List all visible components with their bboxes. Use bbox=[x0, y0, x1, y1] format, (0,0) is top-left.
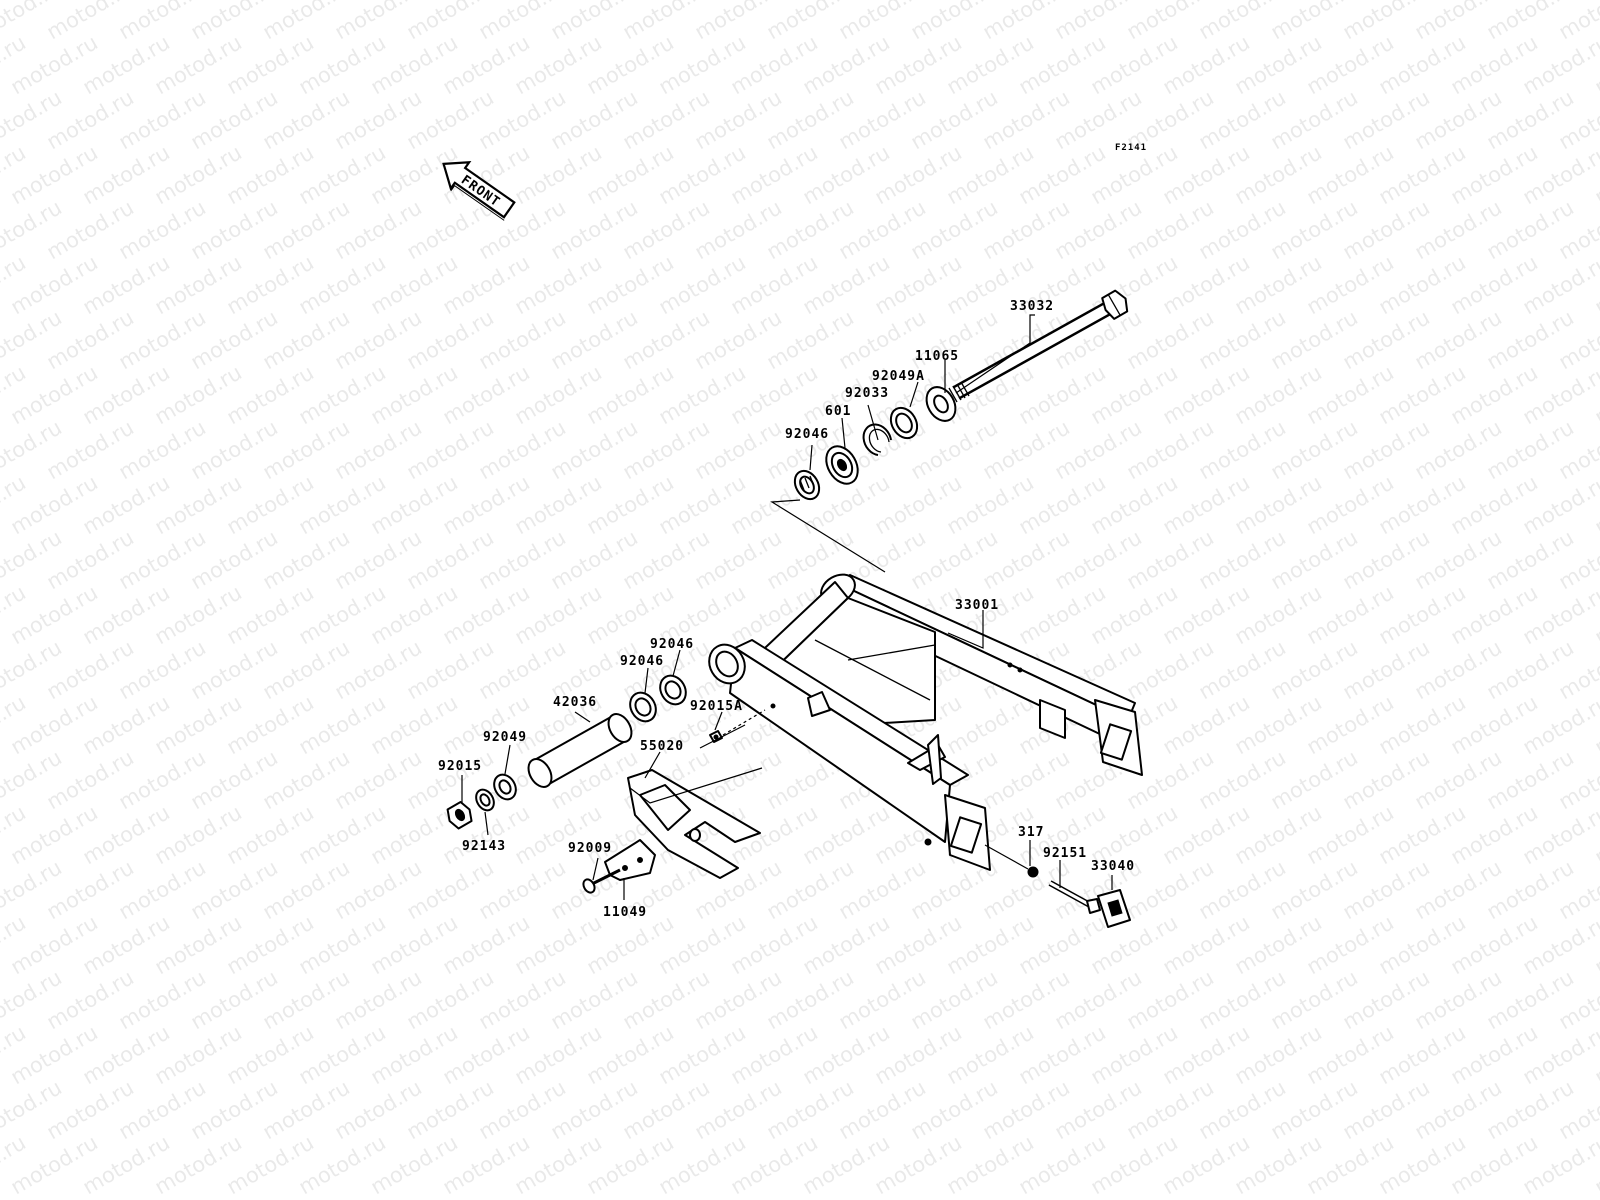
pivot-shaft bbox=[948, 289, 1129, 403]
adjuster-bolt bbox=[1048, 880, 1101, 914]
swingarm bbox=[708, 573, 1143, 871]
screw bbox=[582, 868, 621, 894]
callout-92046-lower-1: 92046 bbox=[650, 637, 694, 652]
oil-seal bbox=[889, 406, 919, 440]
callout-11065: 11065 bbox=[915, 349, 959, 364]
circlip bbox=[862, 423, 892, 456]
collar-lower bbox=[475, 788, 495, 812]
callout-92015A: 92015A bbox=[690, 699, 743, 714]
collar bbox=[925, 386, 957, 422]
callout-92049: 92049 bbox=[483, 730, 527, 745]
needle-bearing-lower-2 bbox=[629, 691, 657, 723]
small-nut bbox=[709, 730, 723, 743]
figure-code: F2141 bbox=[1115, 143, 1147, 153]
callout-labels: 33032 11065 92049A 92033 601 92046 33001… bbox=[438, 299, 1135, 920]
needle-bearing-lower-1 bbox=[659, 674, 687, 706]
callout-42036: 42036 bbox=[553, 695, 597, 710]
ball-bearing bbox=[825, 445, 859, 485]
seal-lower bbox=[493, 773, 517, 801]
callout-92151: 92151 bbox=[1043, 846, 1087, 861]
callout-92046-lower-2: 92046 bbox=[620, 654, 664, 669]
callout-11049: 11049 bbox=[603, 905, 647, 920]
sleeve bbox=[527, 713, 633, 788]
callout-92015: 92015 bbox=[438, 759, 482, 774]
callout-92009: 92009 bbox=[568, 841, 612, 856]
callout-33001: 33001 bbox=[955, 598, 999, 613]
nut bbox=[446, 800, 473, 830]
callout-92049A: 92049A bbox=[872, 369, 925, 384]
leader-lines bbox=[461, 314, 1113, 900]
callout-317: 317 bbox=[1018, 825, 1044, 840]
needle-bearing-top bbox=[793, 469, 821, 501]
cap bbox=[1027, 866, 1039, 878]
callout-92033: 92033 bbox=[845, 386, 889, 401]
adjuster-block bbox=[1097, 889, 1131, 928]
callout-92046-top: 92046 bbox=[785, 427, 829, 442]
callout-601: 601 bbox=[825, 404, 851, 419]
callout-55020: 55020 bbox=[640, 739, 684, 754]
callout-92143: 92143 bbox=[462, 839, 506, 854]
callout-33032: 33032 bbox=[1010, 299, 1054, 314]
chain-guide bbox=[627, 769, 761, 879]
callout-33040: 33040 bbox=[1091, 859, 1135, 874]
